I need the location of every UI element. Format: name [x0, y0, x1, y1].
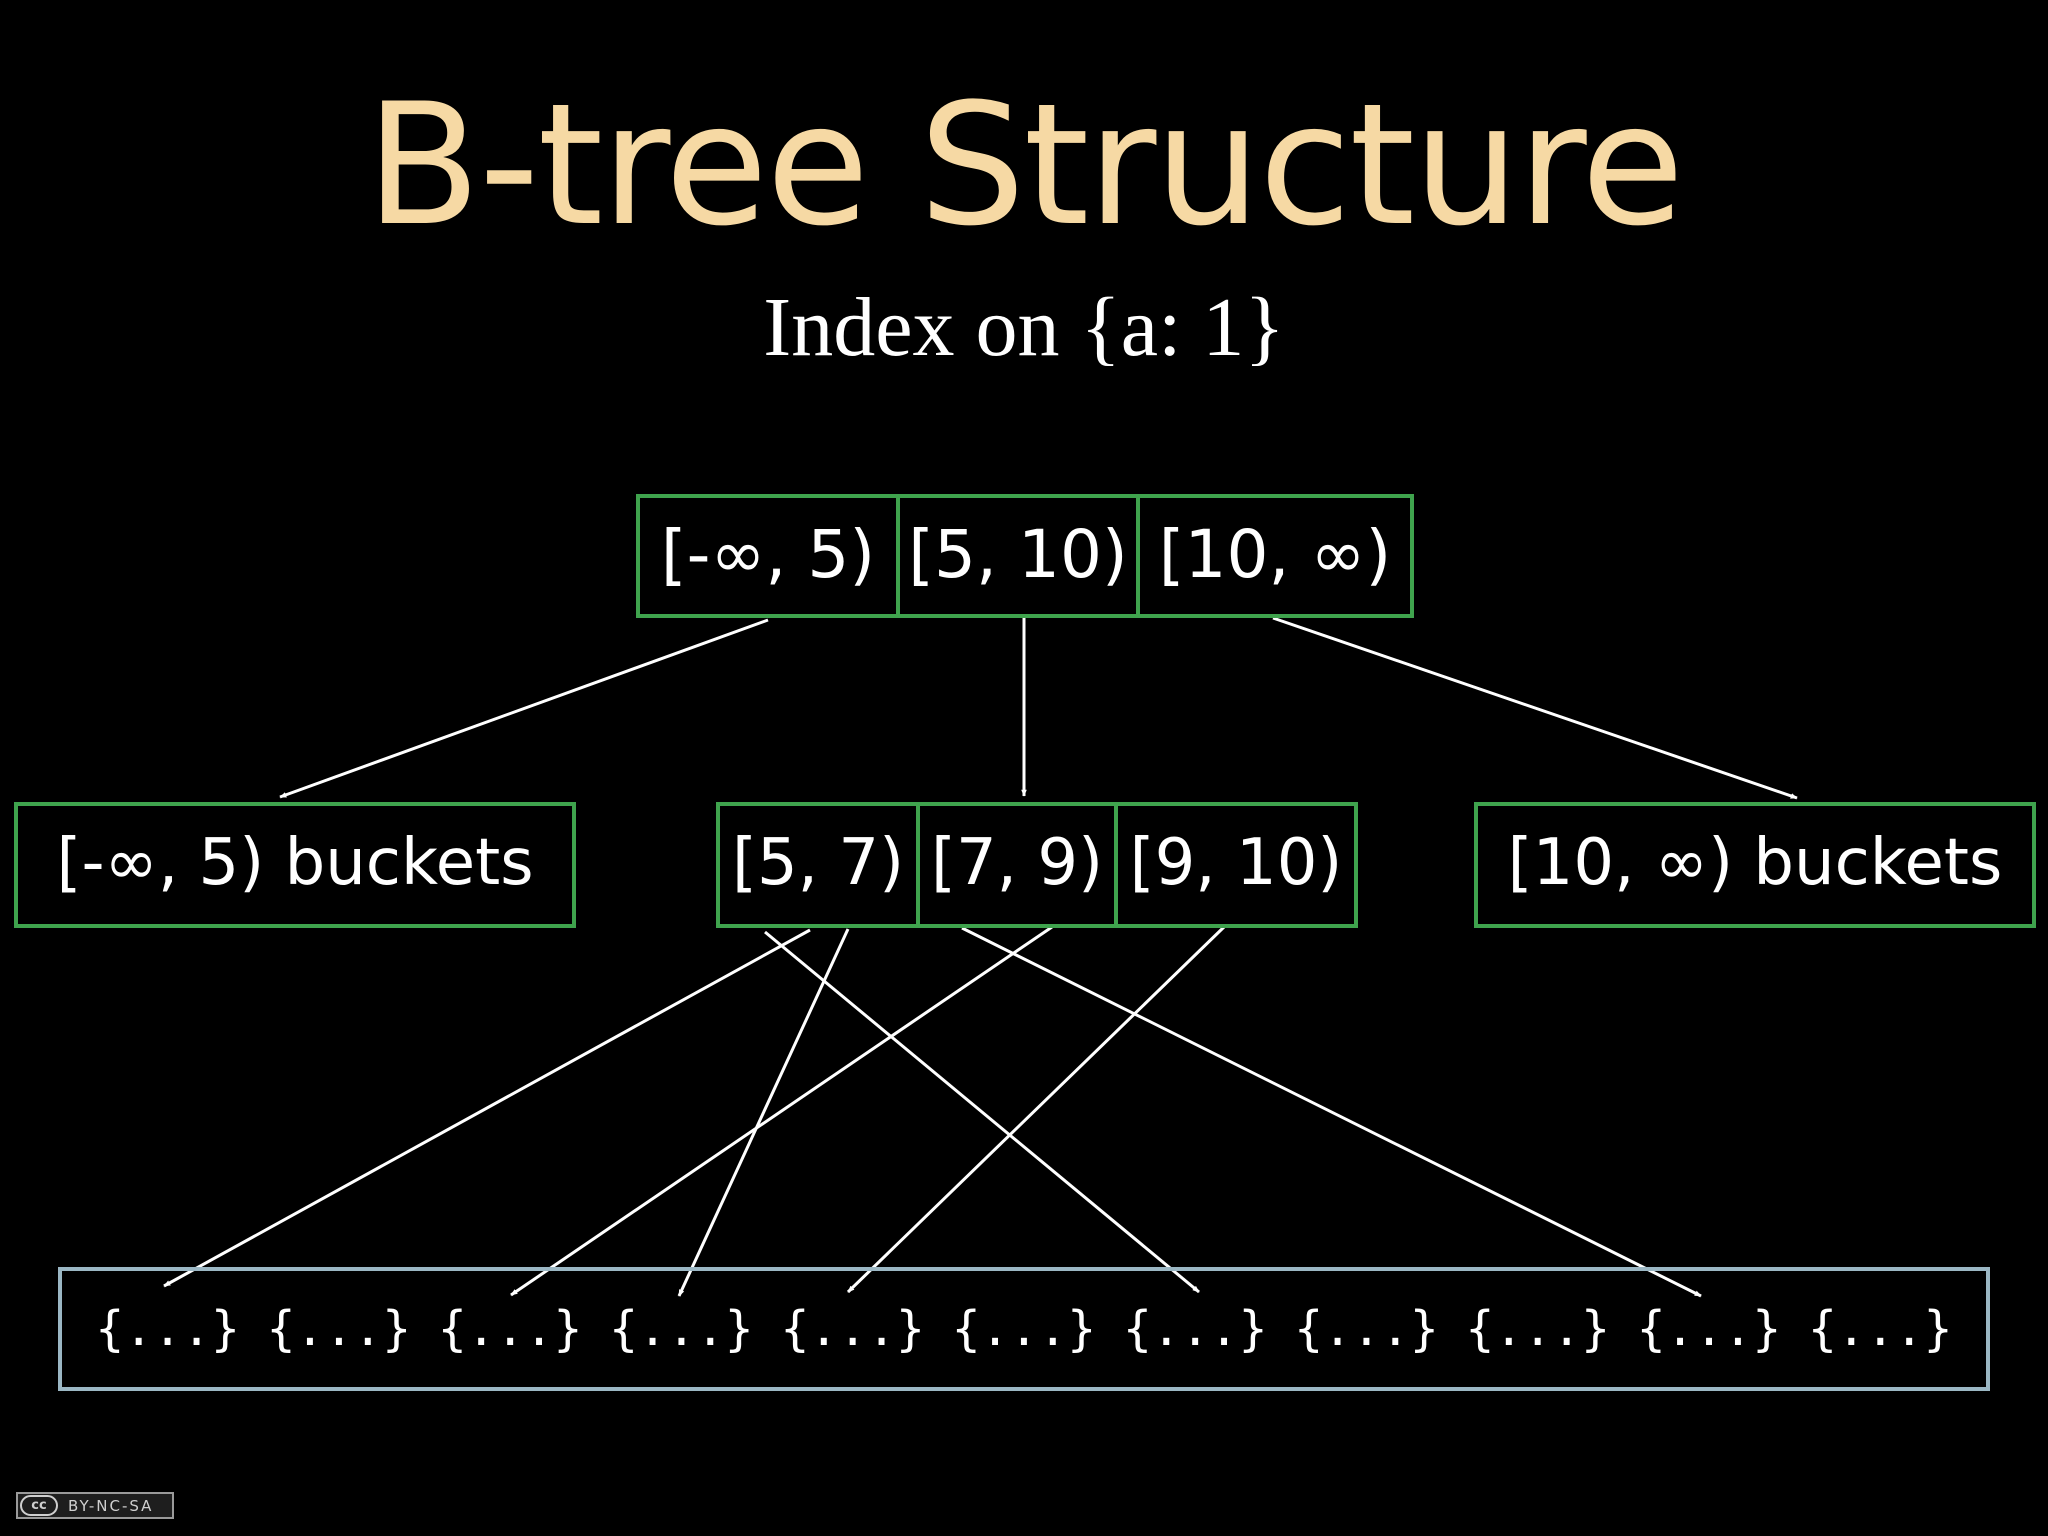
bucket-9-10: [9, 10): [1114, 802, 1358, 928]
arrow-bucket57-b: [677, 928, 850, 1297]
left-buckets-node: [-∞, 5) buckets: [14, 802, 576, 928]
root-cell-2: [5, 10): [896, 494, 1140, 618]
arrow-bucket910-a: [846, 925, 1226, 1294]
license-label: BY-NC-SA: [68, 1496, 154, 1515]
slide-title: B-tree Structure: [365, 67, 1685, 263]
leaf-document: {...}: [266, 1301, 412, 1357]
leaf-document: {...}: [780, 1301, 925, 1357]
leaf-document: {...}: [437, 1301, 583, 1357]
leaf-documents-bar: {...} {...} {...} {...} {...} {...} {...…: [58, 1267, 1990, 1391]
arrow-bucket57-c: [764, 930, 1200, 1294]
leaf-document: {...}: [95, 1301, 240, 1357]
bucket-7-9: [7, 9): [916, 802, 1118, 928]
leaf-document: {...}: [1122, 1301, 1268, 1357]
leaf-document: {...}: [951, 1301, 1097, 1357]
arrow-bucket79-b: [961, 926, 1702, 1298]
arrow-root-to-left: [279, 618, 769, 799]
arrow-root-to-right: [1272, 616, 1798, 800]
slide-subtitle: Index on {a: 1}: [763, 281, 1285, 374]
license-badge: cc BY-NC-SA: [16, 1492, 174, 1519]
arrow-bucket57-a: [163, 928, 811, 1288]
root-cell-3: [10, ∞): [1136, 494, 1414, 618]
leaf-document: {...}: [1294, 1301, 1439, 1357]
leaf-document: {...}: [1465, 1301, 1611, 1357]
arrow-bucket79-a: [510, 925, 1053, 1297]
bucket-5-7: [5, 7): [716, 802, 920, 928]
root-cell-1: [-∞, 5): [636, 494, 900, 618]
creative-commons-icon: cc: [20, 1495, 58, 1516]
right-buckets-node: [10, ∞) buckets: [1474, 802, 2036, 928]
leaf-document: {...}: [609, 1301, 754, 1357]
leaf-document: {...}: [1636, 1301, 1782, 1357]
leaf-document: {...}: [1808, 1301, 1953, 1357]
